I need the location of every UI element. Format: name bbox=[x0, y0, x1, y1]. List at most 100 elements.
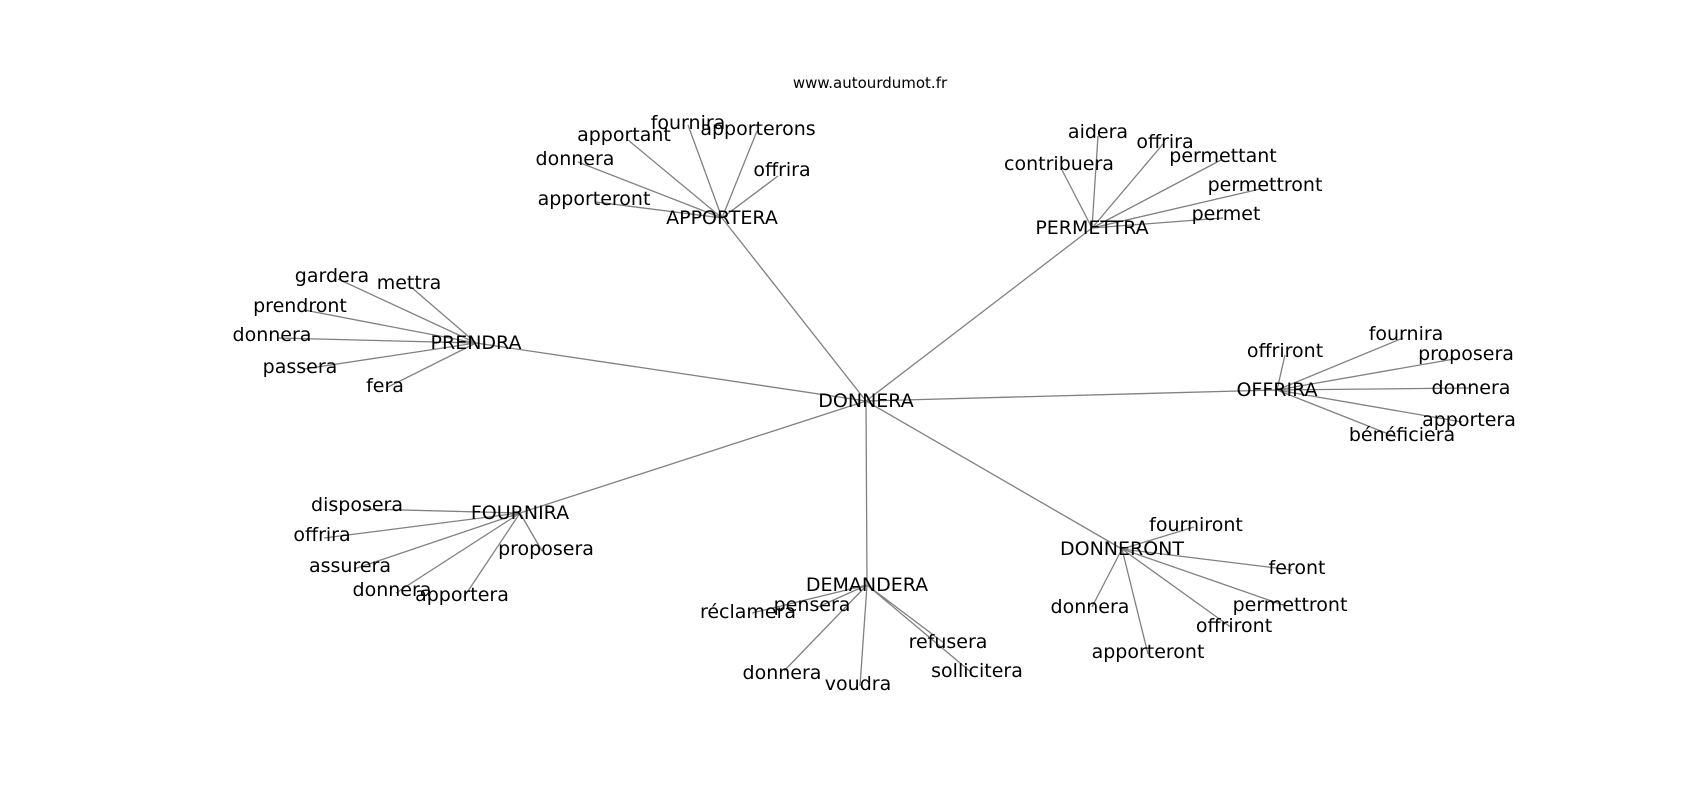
edge-hub-to-leaf bbox=[1121, 548, 1233, 629]
leaf-node-label: pensera bbox=[774, 594, 851, 616]
edge-hub-to-leaf bbox=[1121, 548, 1287, 607]
leaf-node-label: permettront bbox=[1208, 174, 1323, 196]
leaf-node-label: fourniront bbox=[1149, 514, 1243, 536]
hub-node-label: FOURNIRA bbox=[471, 502, 569, 524]
leaf-node-label: sollicitera bbox=[931, 660, 1023, 682]
edge-center-to-hub bbox=[475, 342, 867, 402]
edge-hub-to-leaf bbox=[1121, 548, 1293, 571]
leaf-node-label: offrira bbox=[293, 524, 350, 546]
leaf-node-label: fournira bbox=[651, 112, 726, 134]
edge-hub-to-leaf bbox=[859, 584, 868, 687]
edge-hub-to-leaf bbox=[751, 584, 868, 614]
edge-center-to-hub bbox=[519, 400, 867, 514]
leaf-node-label: donnera bbox=[536, 148, 615, 170]
leaf-node-label: apporterons bbox=[700, 118, 815, 140]
leaf-node-label: aidera bbox=[1068, 121, 1128, 143]
edge-hub-to-leaf bbox=[1276, 389, 1397, 438]
leaf-node-label: fournira bbox=[1369, 323, 1444, 345]
edge-hub-to-leaf bbox=[866, 584, 973, 674]
edge-hub-to-leaf bbox=[866, 584, 945, 644]
edge-hub-to-leaf bbox=[595, 201, 723, 219]
leaf-node-label: voudra bbox=[825, 673, 891, 695]
edge-hub-to-leaf bbox=[1091, 159, 1222, 229]
leaf-node-label: assurera bbox=[309, 555, 391, 577]
leaf-node-label: apportera bbox=[1422, 409, 1516, 431]
leaf-node-label: apporteront bbox=[538, 188, 651, 210]
leaf-node-label: feront bbox=[1269, 557, 1326, 579]
hub-node-label: APPORTERA bbox=[666, 207, 778, 229]
leaf-node-label: disposera bbox=[311, 494, 403, 516]
leaf-node-label: mettra bbox=[377, 272, 442, 294]
leaf-node-label: donnera bbox=[1051, 596, 1130, 618]
edge-hub-to-leaf bbox=[362, 508, 521, 514]
hub-node-label: DEMANDERA bbox=[806, 574, 928, 596]
edge-hub-to-leaf bbox=[817, 584, 868, 608]
leaf-node-label: passera bbox=[263, 356, 338, 378]
edge-hub-to-leaf bbox=[1091, 217, 1224, 229]
hub-node-label: PERMETTRA bbox=[1035, 217, 1148, 239]
edge-hub-to-leaf bbox=[1121, 548, 1149, 655]
edge-hub-to-leaf bbox=[577, 161, 723, 219]
edge-hub-to-leaf bbox=[1121, 526, 1195, 550]
hub-node-label: OFFRIRA bbox=[1236, 379, 1317, 401]
leaf-node-label: contribuera bbox=[1004, 153, 1114, 175]
edge-hub-to-leaf bbox=[277, 337, 477, 344]
edge-hub-to-leaf bbox=[1091, 135, 1099, 229]
leaf-node-label: offriront bbox=[1247, 340, 1323, 362]
edges bbox=[277, 124, 1471, 687]
edge-hub-to-leaf bbox=[783, 584, 868, 672]
edge-hub-to-leaf bbox=[353, 512, 521, 570]
leaf-node-label: réclamera bbox=[700, 601, 796, 623]
leaf-node-label: donnera bbox=[353, 579, 432, 601]
node-labels: DONNERAAPPORTERAapportantfourniraapporte… bbox=[233, 112, 1516, 695]
hub-node-label: DONNERONT bbox=[1060, 538, 1184, 560]
edge-hub-to-leaf bbox=[1091, 188, 1261, 229]
leaf-node-label: donnera bbox=[1432, 377, 1511, 399]
edge-hub-to-leaf bbox=[323, 512, 521, 539]
edge-hub-to-leaf bbox=[1091, 548, 1123, 608]
leaf-node-label: proposera bbox=[498, 538, 594, 560]
leaf-node-label: apportant bbox=[577, 124, 671, 146]
edge-hub-to-leaf bbox=[1276, 389, 1463, 423]
leaf-node-label: donnera bbox=[233, 324, 312, 346]
edge-center-to-hub bbox=[865, 400, 868, 586]
leaf-node-label: donnera bbox=[743, 662, 822, 684]
center-node-label: DONNERA bbox=[818, 390, 913, 412]
edge-hub-to-leaf bbox=[1276, 387, 1471, 391]
leaf-node-label: offriront bbox=[1196, 615, 1272, 637]
leaf-node-label: offrira bbox=[753, 159, 810, 181]
edge-hub-to-leaf bbox=[1091, 143, 1164, 229]
edge-hub-to-leaf bbox=[627, 139, 723, 219]
edge-center-to-hub bbox=[721, 217, 867, 402]
leaf-node-label: gardera bbox=[295, 265, 369, 287]
leaf-node-label: permettront bbox=[1233, 594, 1348, 616]
edge-hub-to-leaf bbox=[303, 342, 477, 370]
edge-hub-to-leaf bbox=[303, 309, 477, 344]
edge-hub-to-leaf bbox=[395, 512, 521, 594]
leaf-node-label: permettant bbox=[1169, 145, 1276, 167]
edge-hub-to-leaf bbox=[721, 130, 758, 219]
edge-hub-to-leaf bbox=[1276, 354, 1286, 391]
edge-hub-to-leaf bbox=[1061, 169, 1093, 229]
edge-hub-to-leaf bbox=[410, 286, 477, 344]
leaf-node-label: permet bbox=[1192, 203, 1261, 225]
edge-hub-to-leaf bbox=[385, 342, 477, 389]
leaf-node-label: proposera bbox=[1418, 343, 1514, 365]
edge-center-to-hub bbox=[865, 400, 1123, 550]
edge-hub-to-leaf bbox=[463, 512, 521, 598]
edge-hub-to-leaf bbox=[1276, 337, 1404, 391]
leaf-node-label: apporteront bbox=[1092, 641, 1205, 663]
leaf-node-label: prendront bbox=[253, 295, 347, 317]
edge-center-to-hub bbox=[865, 389, 1278, 402]
edge-hub-to-leaf bbox=[1276, 357, 1461, 391]
leaf-node-label: offrira bbox=[1136, 131, 1193, 153]
edge-hub-to-leaf bbox=[519, 512, 543, 552]
leaf-node-label: refusera bbox=[909, 631, 988, 653]
edge-hub-to-leaf bbox=[687, 124, 723, 219]
hub-node-label: PRENDRA bbox=[431, 332, 522, 354]
edge-hub-to-leaf bbox=[721, 175, 779, 219]
edge-center-to-hub bbox=[865, 227, 1093, 402]
site-label: www.autourdumot.fr bbox=[793, 74, 948, 92]
leaf-node-label: fera bbox=[366, 375, 404, 397]
